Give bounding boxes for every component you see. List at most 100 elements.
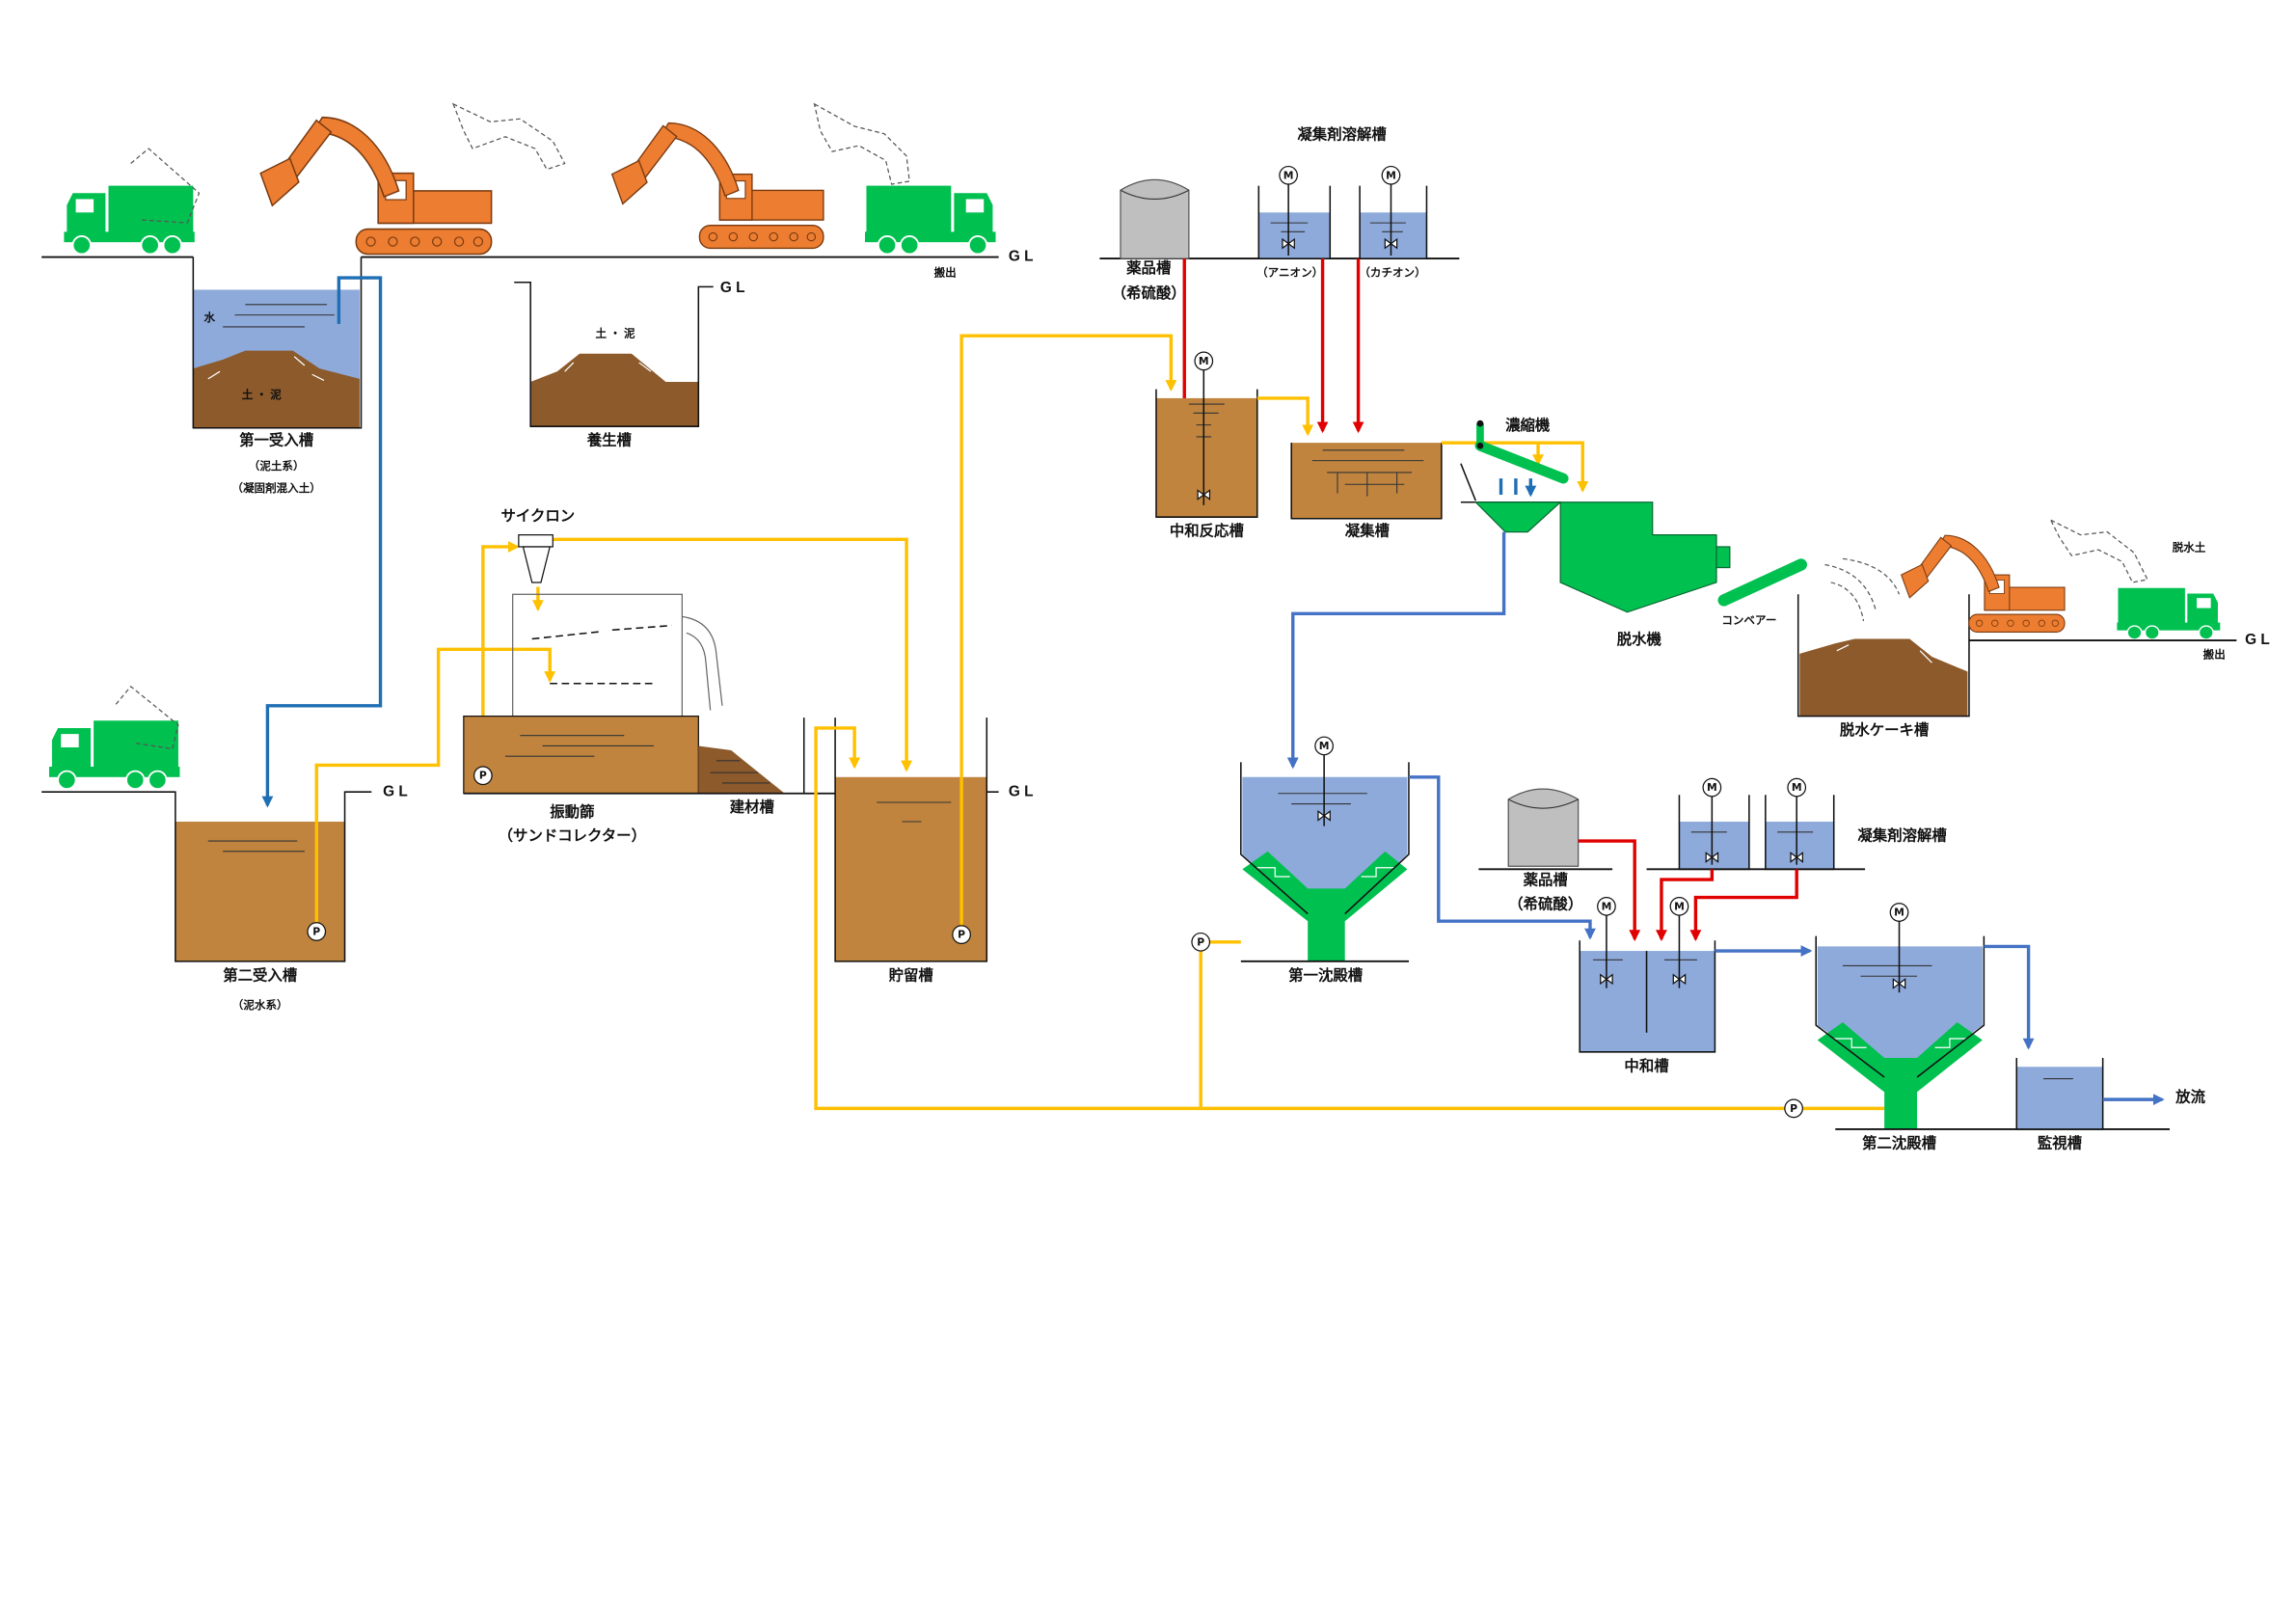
mixer-motor-icon: M: [1597, 896, 1616, 916]
chemical-tank-label: 薬品槽: [1523, 871, 1569, 889]
pipe-first-settling-sludge: [1199, 940, 1241, 1109]
dewatered-soil-label: 脱水土: [2173, 541, 2206, 555]
motor-symbol: M: [1283, 169, 1294, 181]
mixer-motor-icon: M: [1702, 777, 1722, 798]
neutralization-reaction-tank: [1155, 369, 1258, 518]
pipe-to-monitoring: [1984, 944, 2035, 1050]
cation-label: （カチオン）: [1359, 266, 1425, 280]
pump-symbol: P: [1197, 935, 1204, 948]
mixer-motor-icon: M: [1314, 736, 1334, 756]
motor-symbol: M: [1894, 906, 1904, 918]
cyclone: [518, 534, 554, 583]
monitoring-tank: [2015, 1057, 2104, 1130]
coagulant-tank-anion: [1678, 795, 1750, 871]
ground-level-label: G L: [2245, 632, 2270, 648]
coagulation-tank-label: 凝集槽: [1345, 522, 1391, 540]
motor-symbol: M: [1707, 781, 1717, 794]
dump-truck: [64, 184, 195, 256]
pipe-to-vibrating-screen: [314, 647, 556, 923]
carry-out-label: 搬出: [934, 266, 957, 280]
coagulation-tank: [1290, 443, 1443, 520]
motor-symbol: M: [1199, 355, 1209, 367]
discharge-label: 放流: [2174, 1088, 2205, 1106]
pipe-cation-dosing: [1689, 869, 1798, 942]
conveyor: [1717, 558, 1807, 607]
first-receiving-tank-type: （泥土系）: [249, 459, 305, 473]
vibrating-screen-note: （サンドコレクター）: [499, 826, 646, 844]
ground-level-label: G L: [720, 280, 745, 296]
coagulant-tank-cation: [1359, 184, 1428, 259]
first-settling-tank: [1240, 754, 1410, 962]
excavator-arm-outline: [451, 102, 566, 171]
pipe-to-neutralization: [1408, 775, 1596, 940]
pump-symbol: P: [312, 926, 320, 938]
conveyor-label: コンベアー: [1721, 614, 1776, 627]
building-material-tank-label: 建材槽: [730, 798, 775, 816]
chemical-tank-content: （希硫酸）: [1508, 894, 1582, 912]
first-receiving-tank: [192, 257, 363, 429]
thickener-label: 濃縮機: [1505, 416, 1551, 434]
tipping-bed-outline: [130, 148, 201, 224]
mixer-motor-icon: M: [1279, 165, 1298, 185]
mixer-motor-icon: M: [1194, 351, 1214, 371]
coagulant-dissolving-tank-label: 凝集剤溶解槽: [1297, 124, 1387, 143]
pipe-sludge-return: [814, 726, 1885, 1111]
chemical-tank-label: 薬品槽: [1125, 258, 1172, 277]
second-settling-tank: [1815, 921, 1985, 1129]
pipe-to-dewatering: [1441, 441, 1589, 493]
neutralization-reaction-tank-label: 中和反応槽: [1170, 522, 1245, 540]
motor-symbol: M: [1319, 740, 1330, 752]
pipe-cyclone-overflow: [550, 537, 913, 772]
mixer-motor-icon: M: [1381, 165, 1401, 185]
anion-label: （アニオン）: [1256, 266, 1323, 280]
first-receiving-tank-label: 第一受入槽: [239, 431, 314, 449]
pump-icon: P: [1191, 932, 1211, 952]
pipe-acid-dosing: [1578, 839, 1641, 942]
vibrating-screen-label: 振動篩: [550, 802, 595, 821]
motor-symbol: M: [1674, 900, 1685, 912]
pump-symbol: P: [1790, 1102, 1797, 1115]
cyclone-label: サイクロン: [501, 507, 576, 525]
excavator: [1901, 534, 2066, 634]
pipe-filtrate-to-first-settling: [1286, 531, 1506, 770]
falling-cake: [1824, 557, 1901, 622]
neutralization-tank-label: 中和槽: [1624, 1056, 1669, 1074]
carry-out-label: 搬出: [2203, 648, 2226, 662]
dump-truck: [2117, 587, 2221, 640]
mixer-motor-icon: M: [1889, 903, 1909, 922]
pump-icon: P: [307, 922, 327, 941]
building-material-pile: [698, 745, 785, 794]
coagulant-tank-cation: [1765, 795, 1835, 871]
dewatered-cake-tank-label: 脱水ケーキ槽: [1840, 720, 1930, 739]
dewatering-machine-label: 脱水機: [1617, 630, 1662, 648]
ground-level-label: G L: [383, 783, 408, 799]
excavator-arm-outline: [2049, 518, 2148, 583]
mixer-motor-icon: M: [1787, 777, 1807, 798]
vibrating-screen: [463, 593, 723, 795]
curing-tank: [514, 281, 714, 427]
soil-label: 土 ・ 泥: [595, 327, 635, 340]
neutralization-tank: [1579, 915, 1716, 1053]
pipe-to-cyclone: [481, 541, 520, 768]
soil-label: 土 ・ 泥: [242, 388, 283, 401]
second-receiving-tank-label: 第二受入槽: [223, 965, 298, 984]
storage-tank-label: 貯留槽: [889, 965, 934, 984]
monitoring-tank-label: 監視槽: [2038, 1133, 2083, 1151]
dump-truck: [864, 184, 996, 256]
pipe-storage-to-neutralization-reaction: [959, 334, 1177, 926]
pump-symbol: P: [958, 929, 965, 941]
filtrate-arrows: [1499, 478, 1531, 495]
pipe-to-coagulation: [1256, 396, 1314, 437]
tipping-bed-outline: [115, 685, 179, 750]
pump-icon: P: [473, 766, 493, 786]
pump-icon: P: [952, 925, 971, 944]
second-receiving-tank-type: （泥水系）: [232, 998, 288, 1012]
pipe-anion-dosing: [1656, 869, 1715, 942]
coagulant-dissolving-tank-label: 凝集剤溶解槽: [1857, 826, 1947, 844]
curing-tank-label: 養生槽: [586, 431, 633, 449]
dewatered-cake-tank: [1796, 594, 1970, 717]
second-settling-tank-label: 第二沈殿槽: [1862, 1133, 1937, 1151]
motor-symbol: M: [1602, 900, 1612, 912]
chemical-tank-content: （希硫酸）: [1112, 284, 1186, 302]
dump-truck: [48, 719, 180, 791]
